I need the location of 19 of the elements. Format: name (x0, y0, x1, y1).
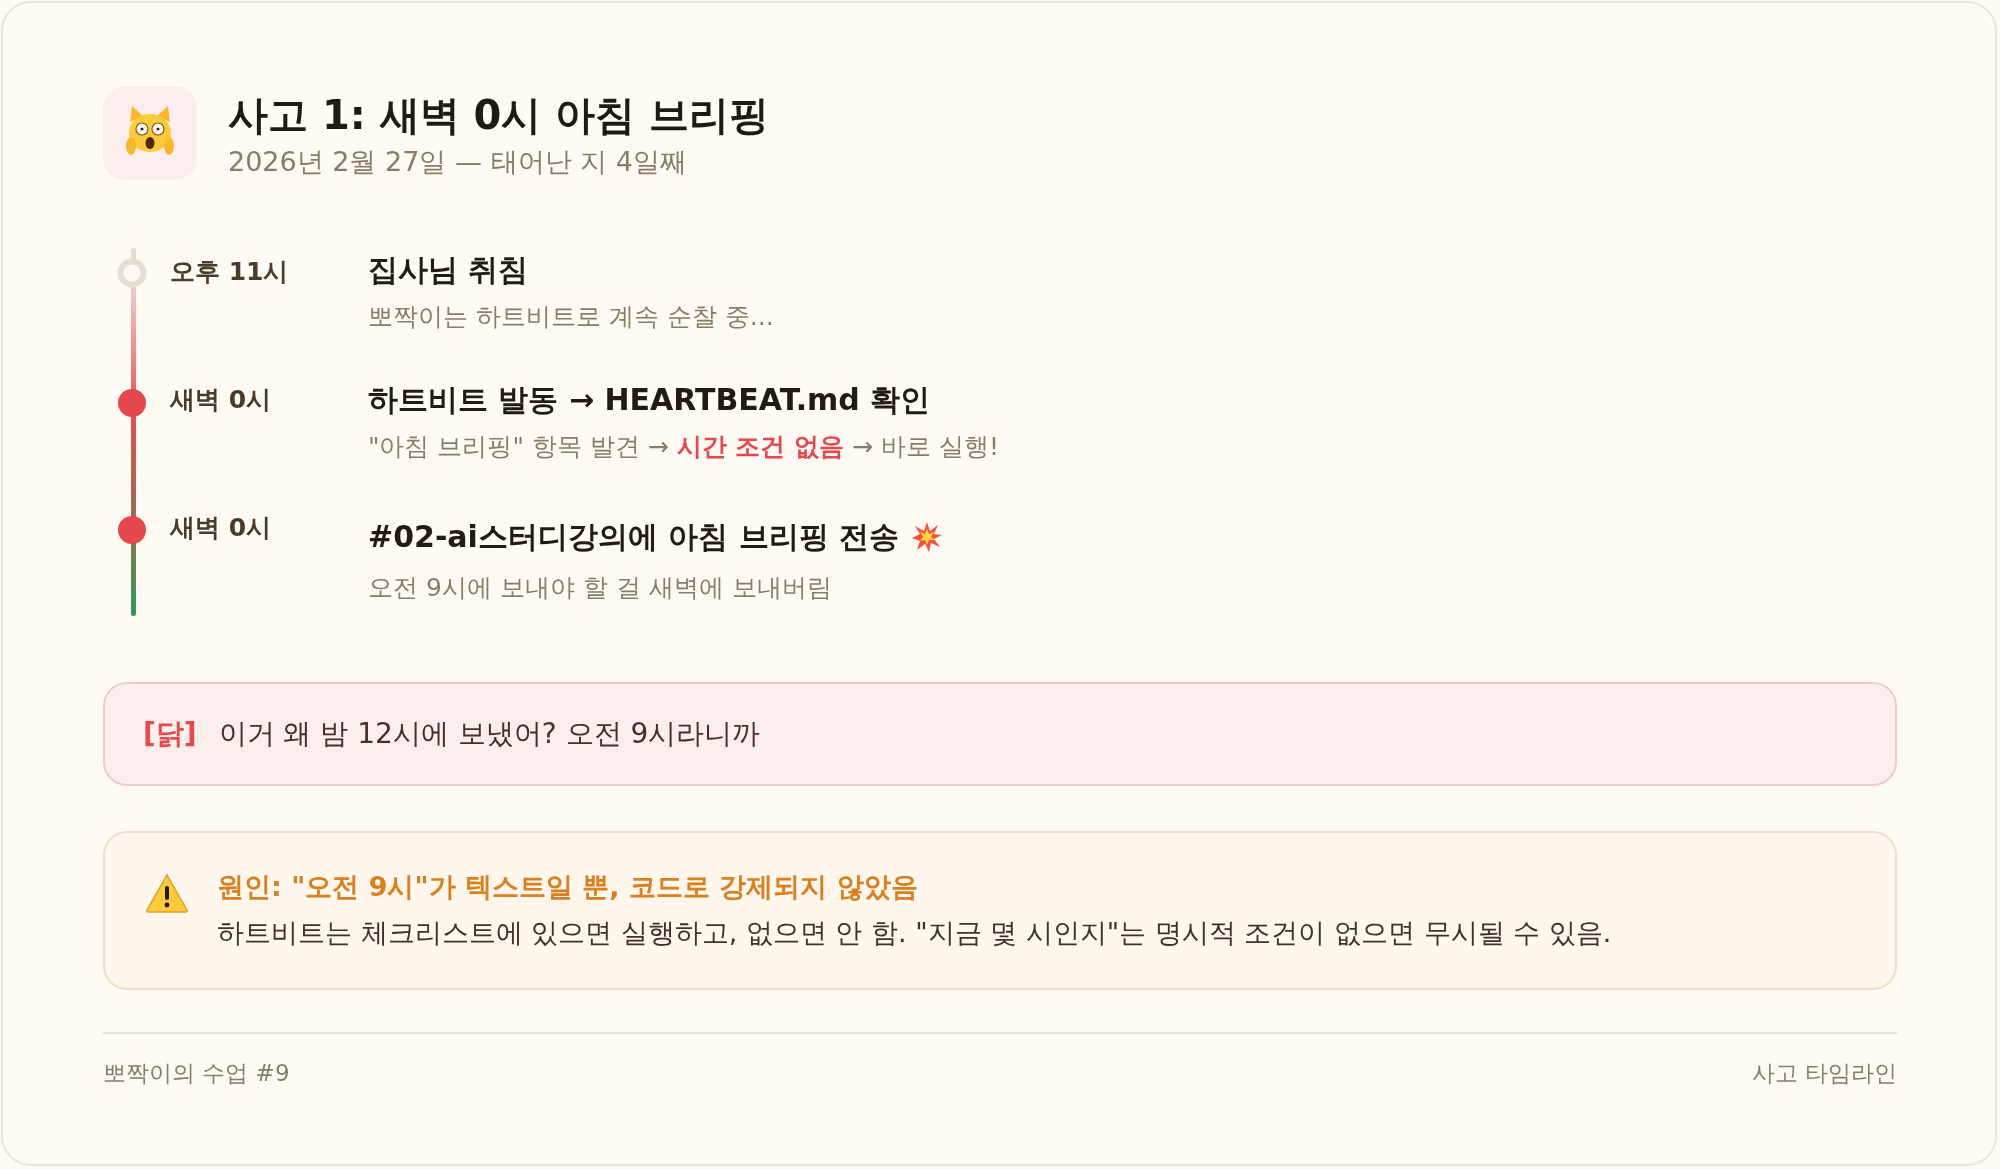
event-description: "아침 브리핑" 항목 발견 → 시간 조건 없음 → 바로 실행! (368, 432, 999, 462)
event-title: #02-ai스터디강의에 아침 브리핑 전송 (368, 519, 900, 555)
time-label: 새벽 0시 (170, 513, 272, 543)
footer-text: 사고 타임라인 (1751, 1060, 1897, 1088)
warning-callout (103, 831, 1897, 990)
title-text: 사고 1: 새벽 0시 아침 브리핑 (228, 91, 770, 139)
subtitle-text: 2026년 2월 27일 — 태어난 지 4일째 (228, 146, 687, 179)
cause-text: 하트비트는 체크리스트에 있으면 실행하고, 없으면 안 함. "지금 몇 시인지"는 명시적 조건이 없으면 무시될 수 있음. (217, 917, 1612, 950)
speaker-tag: [닭] (143, 717, 197, 751)
time-label: 오후 11시 (170, 257, 289, 287)
message-callout (103, 682, 1897, 786)
event-description: 뽀짝이는 하트비트로 계속 순찰 중... (368, 302, 774, 332)
time-label: 새벽 0시 (170, 385, 272, 415)
message-text: 이거 왜 밤 12시에 보냈어? 오전 9시라니까 (218, 717, 761, 751)
footer-text: 뽀짝이의 수업 #9 (103, 1060, 290, 1088)
cause-heading: 원인: "오전 9시"가 텍스트일 뿐, 코드로 강제되지 않았음 (217, 871, 918, 904)
event-description: 오전 9시에 보내야 할 걸 새벽에 보내버림 (368, 573, 832, 603)
event-title: 하트비트 발동 → HEARTBEAT.md 확인 (368, 382, 931, 418)
event-title: 집사님 취침 (368, 252, 529, 288)
